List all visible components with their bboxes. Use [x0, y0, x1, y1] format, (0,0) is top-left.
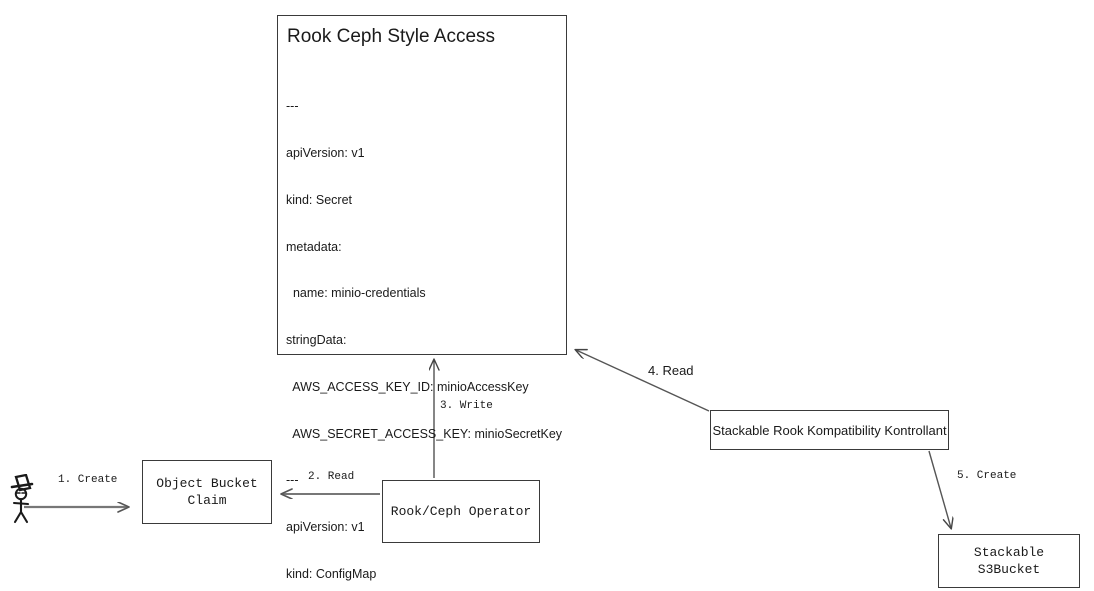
yaml-line: kind: ConfigMap	[286, 567, 377, 581]
edge-label-3-write: 3. Write	[440, 400, 493, 412]
edge-label-4-read: 4. Read	[648, 363, 694, 378]
node-object-bucket-claim[interactable]: Object Bucket Claim	[142, 460, 272, 524]
yaml-line: ---	[286, 99, 299, 114]
edge-label-5-create: 5. Create	[957, 470, 1017, 482]
user-actor-icon	[10, 474, 34, 524]
edge-read4	[576, 350, 710, 412]
yaml-line: ---	[286, 473, 299, 488]
edge-label-2-read: 2. Read	[308, 471, 355, 483]
yaml-line: apiVersion: v1	[286, 145, 365, 160]
yaml-node-title: Rook Ceph Style Access	[287, 26, 496, 47]
node-stackable-rook-kompatibility-kontrollant[interactable]: Stackable Rook Kompatibility Kontrollant	[710, 410, 949, 450]
edge-create5	[928, 450, 951, 528]
node-stackable-s3bucket[interactable]: Stackable S3Bucket	[938, 534, 1080, 588]
yaml-line: AWS_ACCESS_KEY_ID: minioAccessKey	[286, 379, 529, 394]
node-label: Stackable Rook Kompatibility Kontrollant	[712, 422, 947, 438]
yaml-line: name: minio-credentials	[286, 286, 426, 301]
yaml-line: metadata:	[286, 239, 342, 254]
node-label: Stackable S3Bucket	[973, 545, 1045, 577]
yaml-line: kind: Secret	[286, 192, 353, 207]
yaml-line: AWS_SECRET_ACCESS_KEY: minioSecretKey	[286, 426, 563, 441]
node-rook-ceph-style-access[interactable]: Rook Ceph Style Access --- apiVersion: v…	[277, 15, 567, 581]
yaml-line: apiVersion: v1	[286, 520, 365, 535]
node-label: Rook/Ceph Operator	[390, 504, 532, 519]
edge-label-1-create: 1. Create	[58, 474, 118, 486]
node-label: Object Bucket Claim	[156, 476, 258, 508]
yaml-node-body: --- apiVersion: v1 kind: Secret metadata…	[278, 68, 566, 591]
node-rook-ceph-operator[interactable]: Rook/Ceph Operator	[382, 480, 540, 543]
yaml-line: stringData:	[286, 333, 347, 348]
